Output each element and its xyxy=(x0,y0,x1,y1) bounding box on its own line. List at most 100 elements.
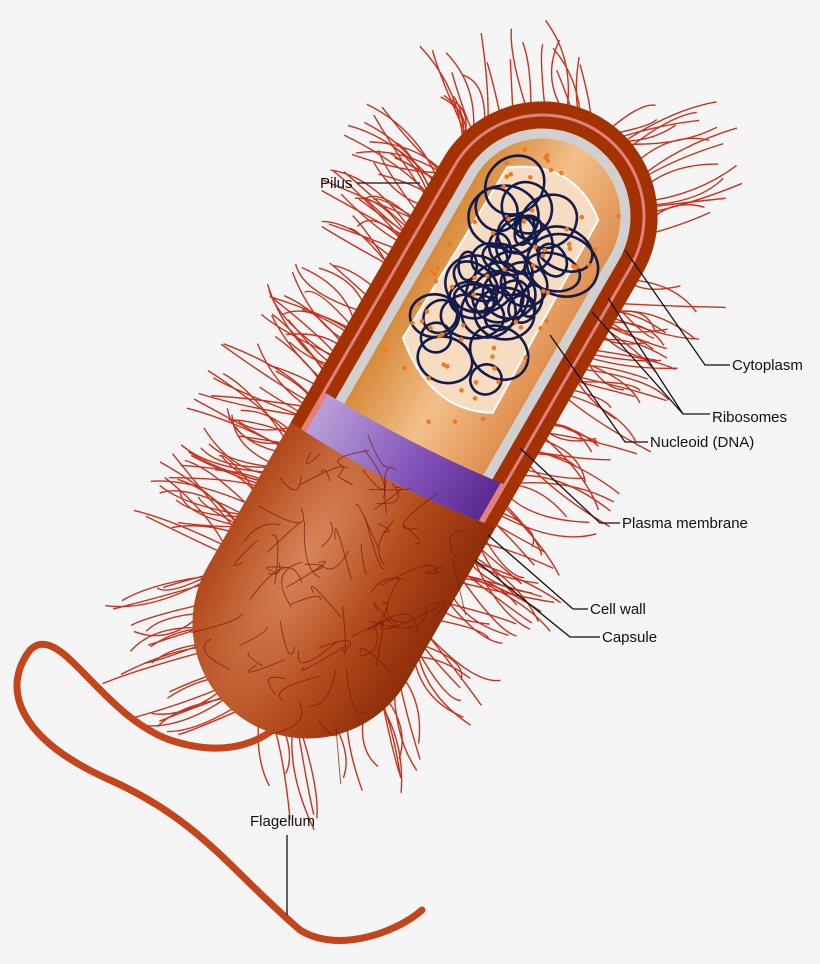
pilus xyxy=(268,562,281,575)
pilus xyxy=(238,626,268,647)
label-text-capsule: Capsule xyxy=(602,629,657,646)
pilus xyxy=(212,377,305,418)
ribosome xyxy=(508,172,514,177)
dna-loop xyxy=(496,214,537,255)
label-flagellum: Flagellum xyxy=(250,813,315,915)
pilus xyxy=(529,449,611,461)
ribosome xyxy=(574,264,580,270)
pilus xyxy=(281,310,355,332)
pilus xyxy=(643,164,737,203)
pilus xyxy=(356,503,380,549)
pilus xyxy=(269,701,303,735)
pilus xyxy=(386,578,406,623)
label-text-pilus: Pilus xyxy=(320,175,353,192)
pilus xyxy=(403,524,421,545)
pilus xyxy=(369,605,427,629)
pilus xyxy=(572,375,667,402)
pilus xyxy=(321,220,396,261)
pilus xyxy=(281,561,303,608)
pilus xyxy=(637,142,724,182)
ribosome xyxy=(504,174,510,179)
pilus xyxy=(510,482,615,503)
label-cell-wall: Cell wall xyxy=(487,534,646,618)
pilus xyxy=(120,645,209,676)
ribosome xyxy=(429,269,434,274)
dna-loop xyxy=(525,232,600,298)
ribosome xyxy=(452,419,458,424)
pilus xyxy=(430,602,445,617)
ribosome xyxy=(518,325,524,330)
ribosome xyxy=(543,155,548,160)
pilus xyxy=(449,530,466,557)
dna-loop xyxy=(494,216,555,276)
pilus xyxy=(334,528,352,580)
pilus xyxy=(373,602,392,625)
pilus xyxy=(345,669,369,715)
pilus xyxy=(258,505,305,524)
pilus xyxy=(193,398,287,450)
ribosome xyxy=(428,325,433,331)
pilus xyxy=(380,696,402,778)
label-ribosomes: Ribosomes xyxy=(591,297,787,426)
ribosome xyxy=(513,319,519,325)
pilus xyxy=(607,315,700,340)
pilus xyxy=(614,302,726,309)
dna-loop xyxy=(468,324,530,382)
pilus xyxy=(359,647,393,674)
pilus xyxy=(425,566,443,575)
pilus xyxy=(424,631,501,682)
ribosome xyxy=(458,337,464,342)
pilus xyxy=(159,484,248,517)
ribosome xyxy=(490,354,495,359)
ribosome xyxy=(506,216,511,222)
label-text-cell-wall: Cell wall xyxy=(590,601,646,618)
dna-loop xyxy=(470,242,509,278)
pilus xyxy=(184,459,253,510)
pilus xyxy=(223,343,315,401)
pilus xyxy=(308,669,337,707)
ribosome xyxy=(484,273,490,279)
pilus xyxy=(602,323,667,350)
ribosome xyxy=(538,326,543,331)
ribosome xyxy=(504,160,510,166)
pilus xyxy=(222,372,290,445)
pilus xyxy=(379,605,441,630)
pilus xyxy=(378,150,421,217)
pilus xyxy=(301,644,348,671)
cell-body xyxy=(192,101,658,739)
pilus xyxy=(628,279,697,313)
ribosome xyxy=(587,262,592,268)
pilus xyxy=(587,348,676,371)
pilus xyxy=(576,367,670,401)
pilus xyxy=(469,553,540,622)
ribosome xyxy=(564,226,569,232)
pilus xyxy=(306,451,321,465)
ribosome xyxy=(419,318,425,324)
ribosome xyxy=(472,219,478,225)
pili-front xyxy=(190,434,467,785)
pilus xyxy=(343,134,432,198)
dna-loop xyxy=(416,335,474,385)
pilus xyxy=(562,392,637,442)
ribosome xyxy=(439,332,445,337)
pilus xyxy=(362,469,387,490)
pilus xyxy=(451,558,467,616)
pilus xyxy=(198,392,306,417)
pilus xyxy=(441,601,517,625)
ribosome xyxy=(424,309,430,314)
pilus xyxy=(190,613,243,634)
pilus xyxy=(343,171,413,233)
pilus xyxy=(159,461,241,529)
pilus xyxy=(297,641,337,664)
pilus xyxy=(321,521,333,548)
ribosome xyxy=(559,170,564,176)
ribosome xyxy=(545,158,551,164)
pilus xyxy=(539,432,600,511)
pilus xyxy=(226,408,284,454)
pilus xyxy=(337,475,354,486)
pilus xyxy=(509,483,568,518)
ribosome xyxy=(540,253,546,258)
pilus xyxy=(286,560,326,588)
ribosome xyxy=(542,247,548,253)
ribosome xyxy=(447,242,453,247)
